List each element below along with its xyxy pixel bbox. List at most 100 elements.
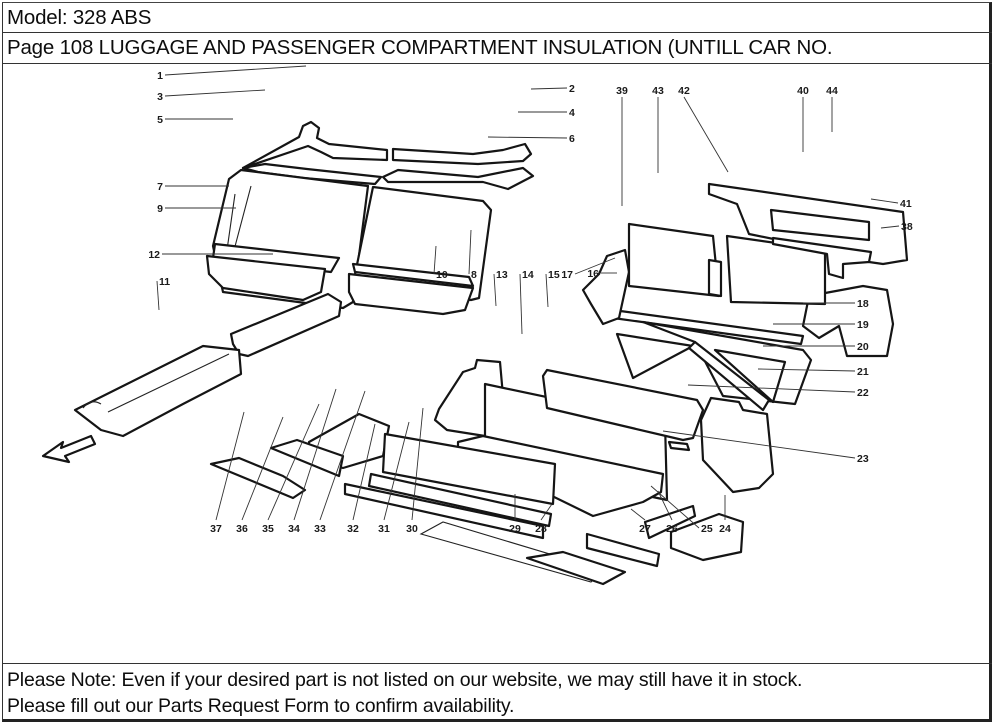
part-number-label[interactable]: 17 [561,269,573,281]
part-number-label[interactable]: 5 [157,114,163,126]
callout-part-21[interactable]: 21 [757,366,869,378]
part-number-label[interactable]: 10 [436,269,448,281]
part-number-label[interactable]: 33 [314,523,326,535]
callout-part-42[interactable]: 42 [678,85,729,173]
part-number-label[interactable]: 22 [857,387,869,399]
callout-part-8[interactable]: 8 [468,229,477,281]
part-number-label[interactable]: 34 [288,523,300,535]
part-number-label[interactable]: 32 [347,523,359,535]
part-number-label[interactable]: 4 [569,107,575,119]
callout-part-3[interactable]: 3 [157,89,266,103]
part-number-label[interactable]: 2 [569,83,575,95]
callout-part-2[interactable]: 2 [530,83,575,95]
callout-part-19[interactable]: 19 [773,319,869,331]
part-number-label[interactable]: 38 [901,221,913,233]
callout-part-23[interactable]: 23 [662,430,869,465]
part-number-label[interactable]: 11 [159,276,170,288]
leader-line [630,508,646,521]
part-number-label[interactable]: 14 [522,269,534,281]
callout-part-4[interactable]: 4 [518,107,575,119]
callout-part-37[interactable]: 37 [210,411,245,535]
callout-part-1[interactable]: 1 [157,65,307,82]
part-number-label[interactable]: 23 [857,453,869,465]
part-number-label[interactable]: 25 [701,523,713,535]
callout-part-33[interactable]: 33 [314,390,366,535]
part-number-label[interactable]: 42 [678,85,690,97]
part-number-label[interactable]: 20 [857,341,869,353]
callout-part-15[interactable]: 15 [545,269,560,308]
callout-part-41[interactable]: 41 [870,198,912,210]
callout-part-38[interactable]: 38 [880,221,913,233]
part-number-label[interactable]: 29 [509,523,521,535]
callout-part-35[interactable]: 35 [262,403,320,535]
leader-line [267,403,320,521]
part-number-label[interactable]: 9 [157,203,163,215]
part-shape-24 [669,512,745,562]
part-number-label[interactable]: 35 [262,523,274,535]
callout-part-29[interactable]: 29 [509,494,521,535]
callout-part-12[interactable]: 12 [148,249,273,261]
callout-part-30[interactable]: 30 [406,407,424,535]
callout-part-43[interactable]: 43 [652,85,664,173]
part-number-label[interactable]: 28 [535,523,547,535]
callout-part-24[interactable]: 24 [719,495,731,535]
callout-part-20[interactable]: 20 [763,341,869,353]
callout-part-9[interactable]: 9 [157,203,236,215]
callout-part-7[interactable]: 7 [157,181,229,193]
callout-part-18[interactable]: 18 [803,298,869,310]
part-number-label[interactable]: 41 [900,198,912,210]
part-number-label[interactable]: 30 [406,523,418,535]
callout-part-11[interactable]: 11 [156,276,170,311]
part-number-label[interactable]: 6 [569,133,575,145]
part-number-label[interactable]: 31 [378,523,390,535]
part-number-label[interactable]: 12 [148,249,160,261]
callout-part-27[interactable]: 27 [630,508,651,535]
part-outlines [41,120,909,586]
callout-part-31[interactable]: 31 [378,421,410,535]
callout-part-13[interactable]: 13 [493,269,508,307]
part-number-label[interactable]: 15 [548,269,560,281]
callout-part-6[interactable]: 6 [487,133,575,145]
part-shape-37 [209,456,307,500]
callout-part-10[interactable]: 10 [433,245,448,281]
leader-line [383,421,410,521]
page-title-row: Page 108 LUGGAGE AND PASSENGER COMPARTME… [3,33,992,64]
part-number-label[interactable]: 40 [797,85,809,97]
part-shape-9 [205,254,327,302]
callout-part-22[interactable]: 22 [687,384,869,399]
callout-part-14[interactable]: 14 [519,269,534,335]
leader-line [545,273,549,308]
part-number-label[interactable]: 3 [157,91,163,103]
part-number-label[interactable]: 37 [210,523,222,535]
part-shape-8 [351,262,475,288]
callout-part-28[interactable]: 28 [535,503,553,535]
callout-part-16[interactable]: 16 [587,268,617,280]
part-number-label[interactable]: 19 [857,319,869,331]
part-number-label[interactable]: 7 [157,181,163,193]
part-number-label[interactable]: 36 [236,523,248,535]
callout-part-17[interactable]: 17 [561,257,616,281]
part-number-label[interactable]: 26 [666,523,678,535]
callout-part-34[interactable]: 34 [288,388,337,535]
part-number-label[interactable]: 18 [857,298,869,310]
callout-part-5[interactable]: 5 [157,114,233,126]
callout-part-32[interactable]: 32 [347,423,376,535]
part-shape-21 [699,396,775,494]
part-number-label[interactable]: 39 [616,85,628,97]
part-number-label[interactable]: 43 [652,85,664,97]
part-number-label[interactable]: 1 [157,70,163,82]
callout-part-36[interactable]: 36 [236,416,284,535]
callout-part-26[interactable]: 26 [657,490,678,535]
part-number-label[interactable]: 44 [826,85,838,97]
callout-part-39[interactable]: 39 [616,85,628,206]
callout-part-40[interactable]: 40 [797,85,809,152]
callout-part-44[interactable]: 44 [826,85,838,132]
part-number-label[interactable]: 13 [496,269,508,281]
part-number-label[interactable]: 16 [587,268,599,280]
part-number-label[interactable]: 8 [471,269,477,281]
part-number-label[interactable]: 27 [639,523,651,535]
part-number-label[interactable]: 21 [857,366,869,378]
part-number-label[interactable]: 24 [719,523,731,535]
leader-line [433,245,437,275]
leader-line [411,407,424,521]
